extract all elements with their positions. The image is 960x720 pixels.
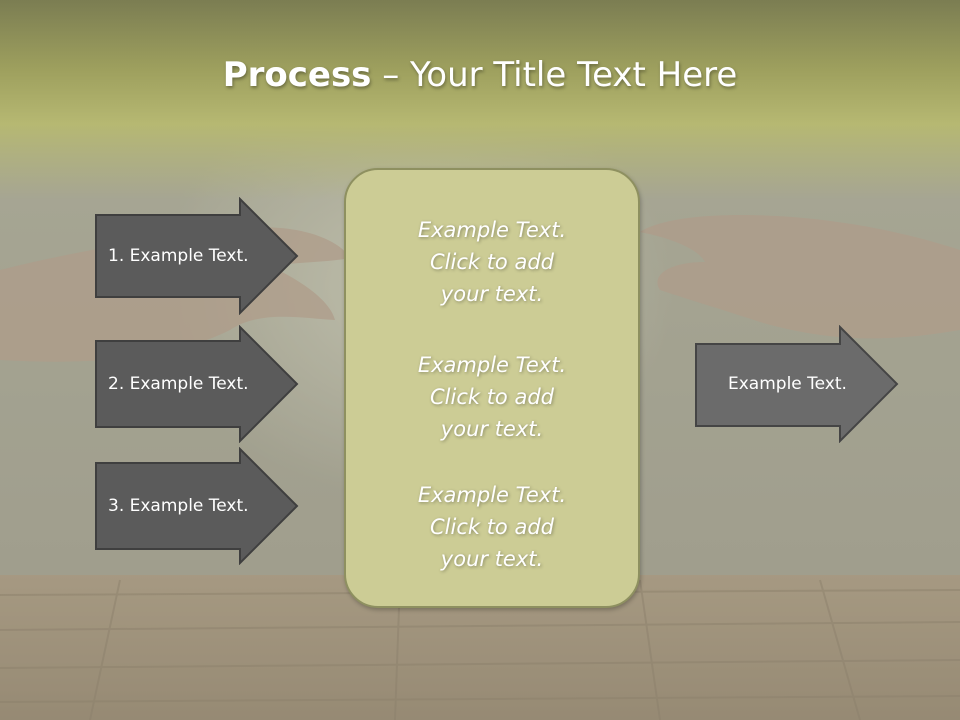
center-text-block-1-line2: Click to add	[429, 250, 554, 274]
center-text-block-2-line1: Example Text.	[417, 353, 567, 377]
arrow-shape-icon	[95, 325, 299, 443]
slide-title[interactable]: Process – Your Title Text Here	[0, 52, 960, 98]
center-text-block-2-line3: your text.	[440, 417, 544, 441]
arrow-shape-icon	[695, 325, 899, 443]
center-text-block-3-line2: Click to add	[429, 515, 554, 539]
process-arrow-2-label: 2. Example Text.	[108, 374, 249, 394]
title-rest: – Your Title Text Here	[371, 55, 738, 95]
center-text-block-1-line1: Example Text.	[417, 218, 567, 242]
process-arrow-1-label: 1. Example Text.	[108, 246, 249, 266]
process-arrow-3-label: 3. Example Text.	[108, 496, 249, 516]
center-text-block-1-line3: your text.	[440, 282, 544, 306]
center-text-block-2-line2: Click to add	[429, 385, 554, 409]
process-arrow-3[interactable]: 3. Example Text.	[95, 447, 301, 565]
arrow-shape-icon	[95, 197, 299, 315]
process-arrow-2[interactable]: 2. Example Text.	[95, 325, 301, 443]
center-text-block-1: Example Text. Click to add your text.	[346, 214, 638, 310]
center-text-block-3-line3: your text.	[440, 547, 544, 571]
title-strong: Process	[222, 55, 372, 95]
result-arrow-label: Example Text.	[728, 374, 847, 394]
center-text-block-3: Example Text. Click to add your text.	[346, 479, 638, 575]
center-text-block-2: Example Text. Click to add your text.	[346, 349, 638, 445]
result-arrow[interactable]: Example Text.	[695, 325, 901, 443]
title-band	[0, 0, 960, 200]
process-arrow-1[interactable]: 1. Example Text.	[95, 197, 301, 315]
arrow-shape-icon	[95, 447, 299, 565]
center-content-box[interactable]: Example Text. Click to add your text. Ex…	[344, 168, 640, 608]
center-text-block-3-line1: Example Text.	[417, 483, 567, 507]
